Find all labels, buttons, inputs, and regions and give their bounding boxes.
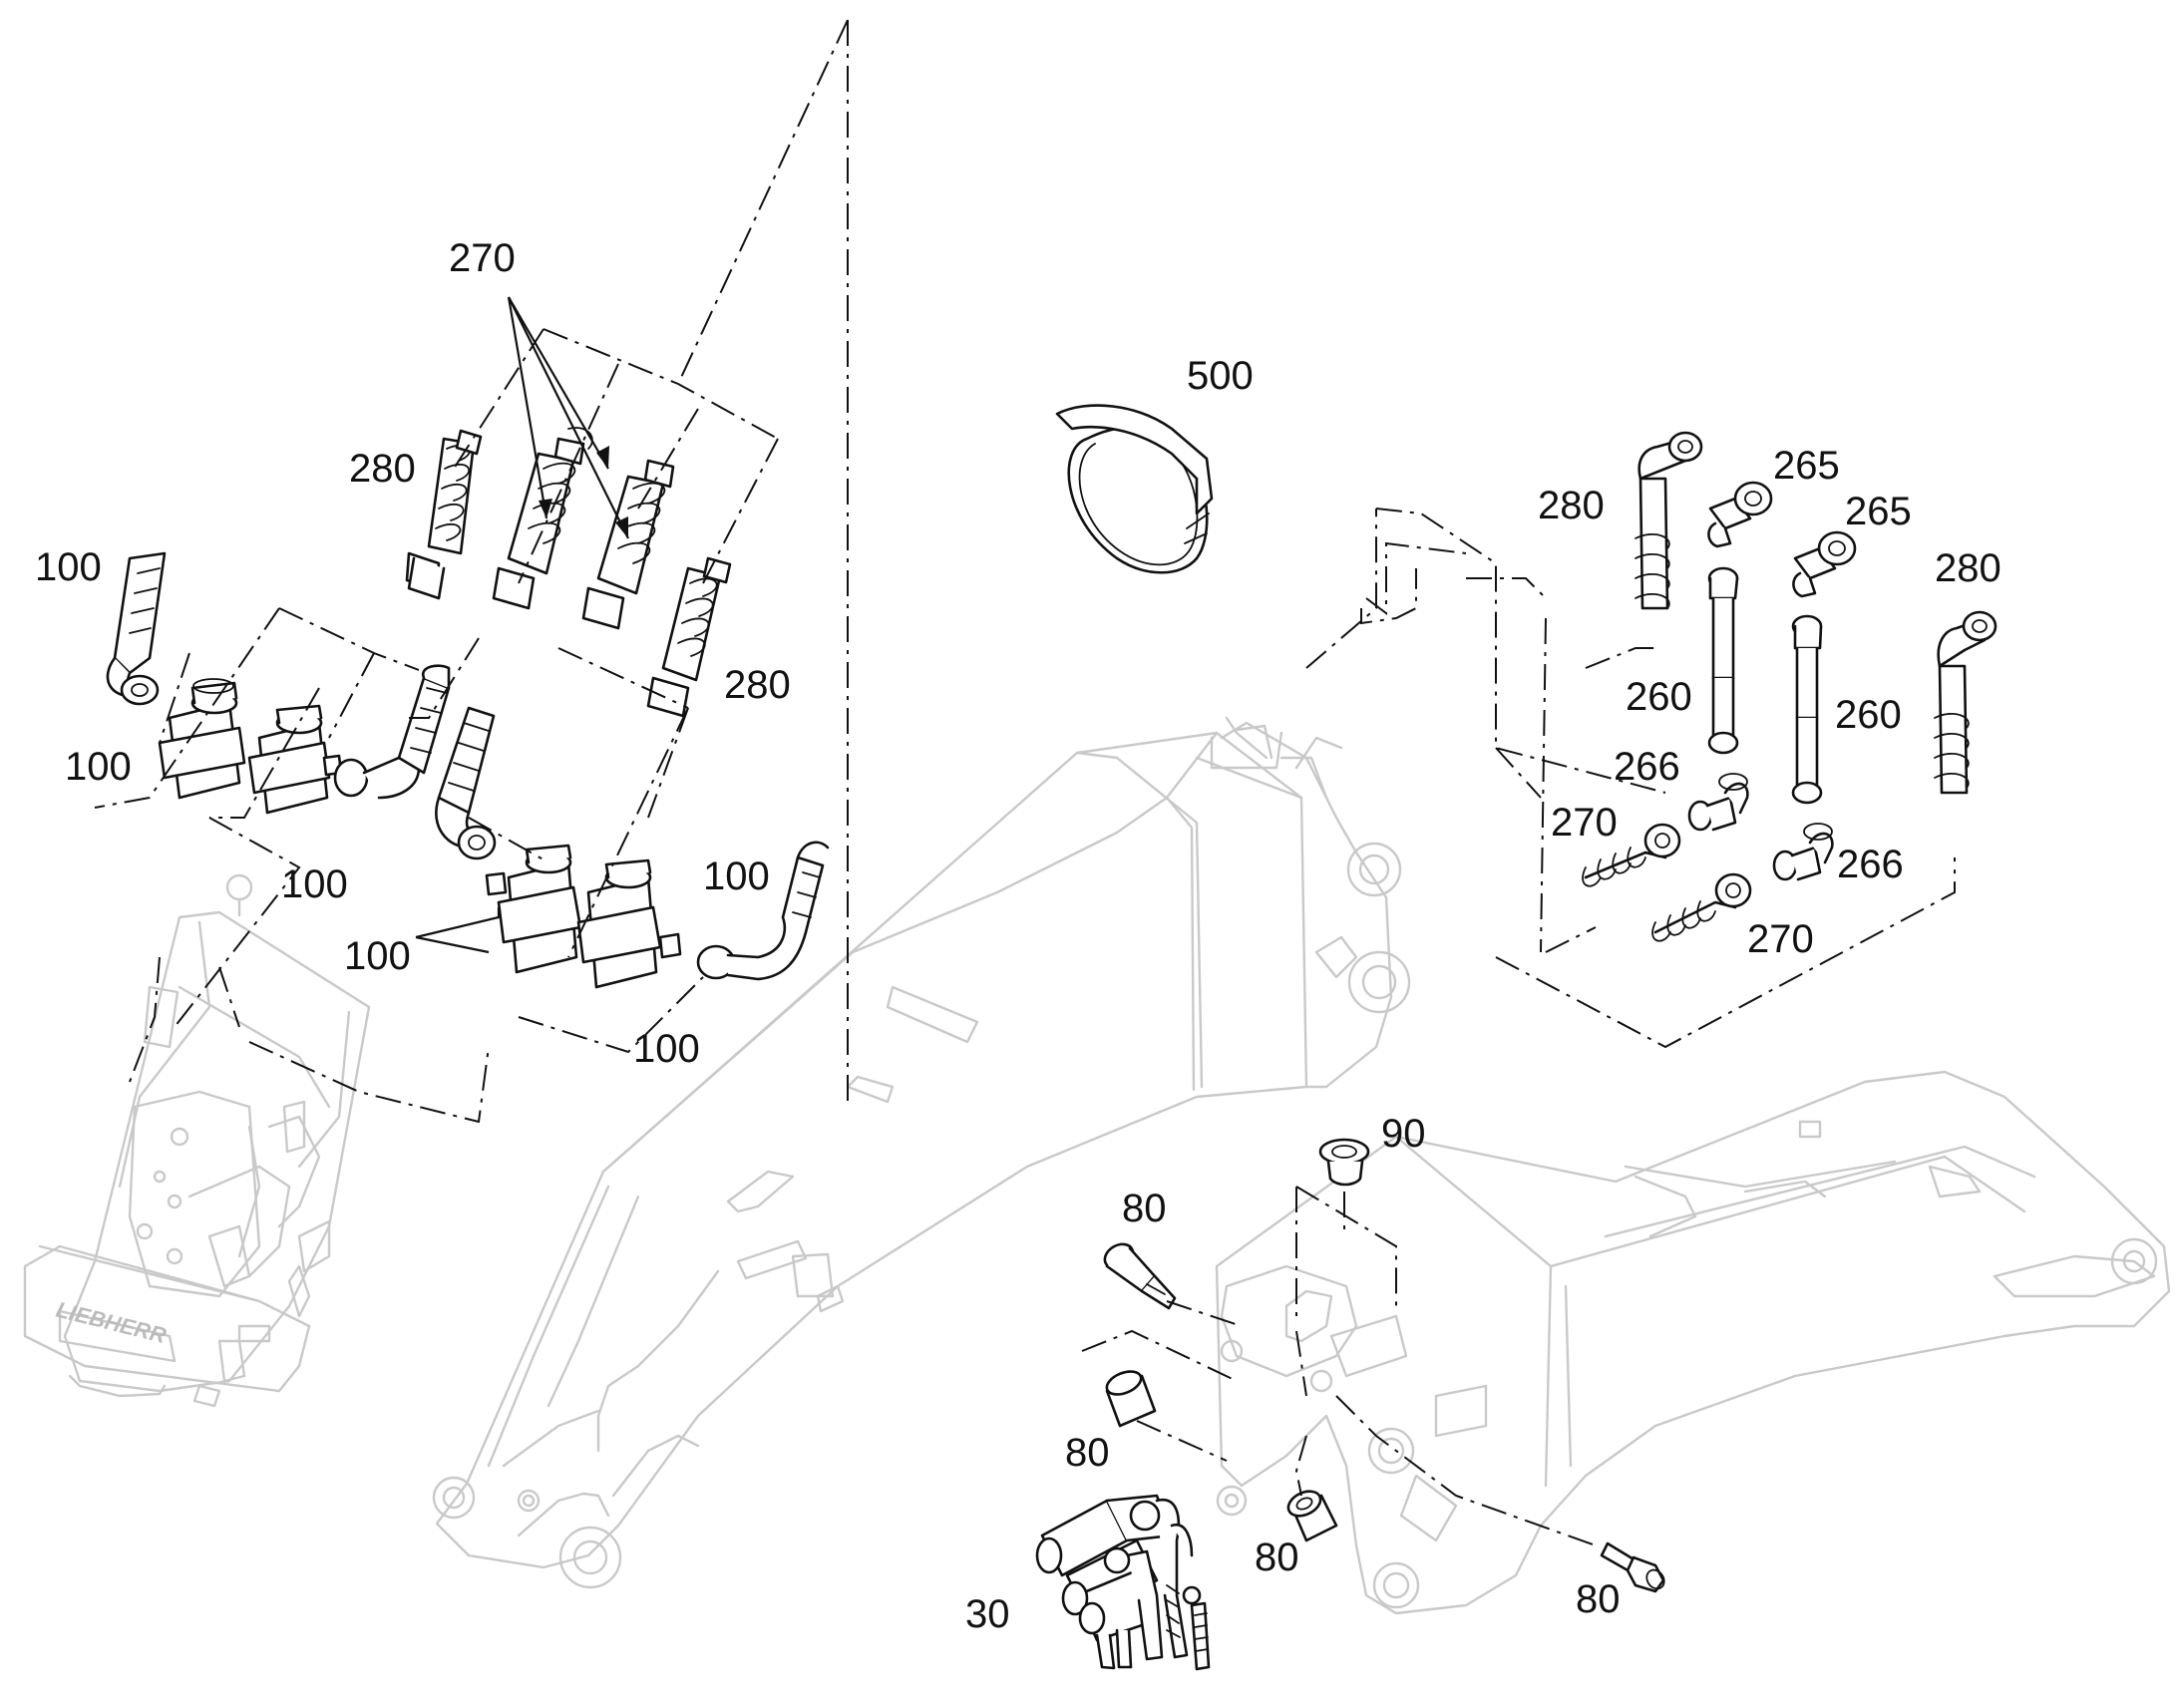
pin-part-80-lower — [1600, 1541, 1665, 1593]
elbow-part-265-b — [1792, 530, 1857, 598]
callout-80-lower: 80 — [1576, 1577, 1621, 1621]
callout-labels: 270 500 280 280 280 280 100 100 100 100 … — [35, 236, 2001, 1636]
coupling-part-100-a — [158, 678, 246, 800]
callout-80-upper: 80 — [1122, 1187, 1167, 1230]
callout-280-right-b: 280 — [1935, 546, 2001, 590]
callout-100-d: 100 — [344, 934, 411, 978]
callout-30: 30 — [965, 1592, 1010, 1636]
coupling-part-100-d — [576, 858, 682, 989]
callout-265-b: 265 — [1845, 490, 1912, 533]
left-boom-arm — [432, 716, 1411, 1589]
bushing-part-80-middle — [1286, 1490, 1338, 1542]
band-clamp-part-500 — [1055, 404, 1214, 574]
hose-part-280-left — [405, 429, 483, 600]
coupling-part-100-c — [485, 844, 582, 974]
hose-part-270-left-b — [581, 459, 675, 630]
callout-100-b: 100 — [65, 745, 132, 789]
hose-part-270-right-a — [1582, 823, 1681, 887]
pipe-part-260-b — [1791, 614, 1823, 805]
elbow-hose-part-100-a — [106, 551, 167, 706]
hose-part-280-left-b — [646, 556, 732, 718]
valve-block-part-30 — [1035, 1494, 1211, 1671]
bushing-part-80-left — [1105, 1370, 1157, 1428]
hose-part-270-right-b — [1651, 872, 1752, 942]
callout-80-left: 80 — [1065, 1431, 1110, 1475]
callout-90: 90 — [1381, 1112, 1426, 1156]
elbow-part-266-b — [1772, 823, 1834, 881]
callout-280-left-bottom: 280 — [724, 663, 791, 707]
elbow-part-265-a — [1707, 481, 1773, 548]
elbow-part-266-a — [1687, 773, 1749, 832]
callout-270-top: 270 — [449, 236, 516, 280]
hose-part-280-right-b — [1934, 610, 1998, 795]
callout-80-middle: 80 — [1255, 1536, 1299, 1579]
liebherr-logo: LIEBHERR — [54, 1297, 169, 1348]
assembly-chain-lines — [94, 19, 1956, 1546]
callout-265-a: 265 — [1773, 444, 1840, 488]
leader-lines — [415, 296, 629, 954]
callout-280-left-top: 280 — [349, 447, 416, 491]
callout-100-c: 100 — [281, 862, 348, 906]
callout-280-right-a: 280 — [1538, 484, 1605, 527]
elbow-hose-part-100-c — [435, 706, 497, 860]
callout-260-b: 260 — [1835, 693, 1902, 737]
pipe-part-260-a — [1707, 566, 1739, 755]
plug-part-90 — [1318, 1138, 1370, 1187]
pin-part-80-upper — [1103, 1242, 1177, 1310]
callout-100-f: 100 — [633, 1027, 700, 1071]
callout-270-right-a: 270 — [1551, 801, 1618, 845]
coupling-part-100-b — [247, 704, 343, 815]
elbow-hose-part-100-b — [333, 664, 451, 800]
right-boom-arm — [1215, 1070, 2171, 1615]
callout-266-b: 266 — [1837, 843, 1904, 886]
hose-part-280-right-a — [1635, 431, 1703, 610]
callout-100-e: 100 — [703, 854, 770, 898]
callout-500: 500 — [1187, 354, 1254, 398]
elbow-hose-part-100-d — [696, 841, 830, 981]
callout-260-a: 260 — [1626, 675, 1692, 719]
callout-100-a: 100 — [35, 545, 102, 589]
callout-266-a: 266 — [1614, 745, 1680, 789]
callout-270-right-b: 270 — [1747, 917, 1814, 961]
quick-coupler — [23, 873, 371, 1408]
